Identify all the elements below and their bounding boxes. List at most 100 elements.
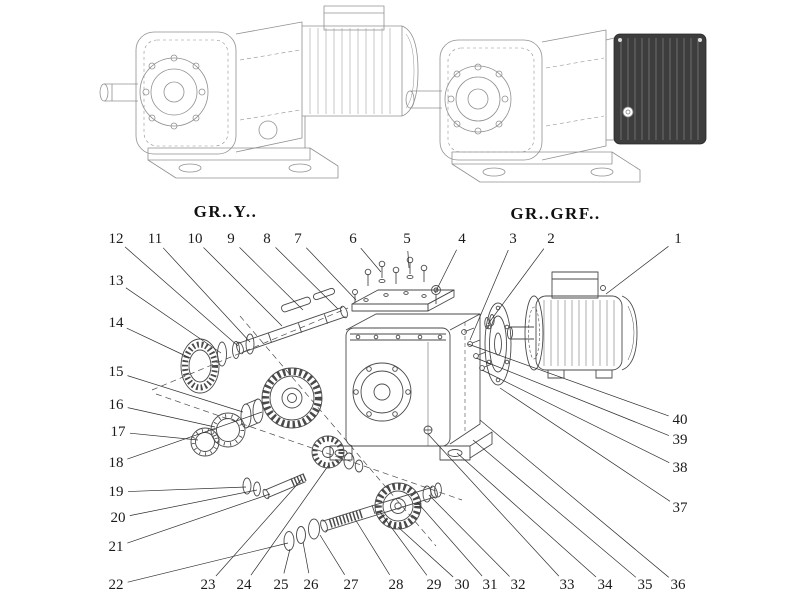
callout-label-3: 3 — [509, 231, 517, 247]
callout-leader-27 — [319, 534, 345, 575]
callout-leader-33 — [427, 433, 560, 577]
callout-leader-11 — [162, 247, 251, 343]
callout-label-2: 2 — [547, 231, 555, 247]
callout-label-11: 11 — [148, 231, 162, 247]
callout-leader-32 — [428, 494, 510, 577]
callout-label-22: 22 — [109, 577, 124, 593]
cover-plate — [351, 289, 455, 312]
callout-leader-7 — [306, 247, 357, 301]
callout-leader-24 — [250, 465, 329, 576]
callout-leader-34 — [456, 452, 597, 578]
callout-label-30: 30 — [455, 577, 470, 593]
callout-label-17: 17 — [111, 424, 127, 440]
callout-leader-4 — [434, 249, 457, 294]
output-shaft — [236, 305, 348, 355]
callout-label-8: 8 — [263, 231, 271, 247]
callout-label-19: 19 — [109, 484, 124, 500]
callout-leader-8 — [275, 247, 339, 310]
model-label-gr-y: GR..Y.. — [193, 202, 258, 221]
callout-label-26: 26 — [304, 577, 320, 593]
callout-leader-28 — [354, 518, 390, 575]
callout-label-7: 7 — [294, 231, 302, 247]
dark-cover-block — [613, 33, 707, 145]
callout-label-5: 5 — [403, 231, 411, 247]
gearmotor-drawing-right — [405, 29, 707, 183]
callout-leader-14 — [126, 327, 191, 359]
callout-leader-29 — [379, 511, 428, 576]
callout-leader-40 — [467, 343, 669, 417]
callout-label-27: 27 — [344, 577, 360, 593]
callout-label-24: 24 — [237, 577, 253, 593]
electric-motor — [506, 271, 638, 379]
callout-leader-35 — [472, 439, 637, 578]
callout-leader-21 — [127, 493, 271, 544]
callout-leader-20 — [129, 489, 258, 516]
callout-leader-18 — [127, 411, 263, 460]
callout-leader-5 — [407, 250, 410, 269]
callout-leader-37 — [499, 387, 671, 502]
callout-leader-38 — [481, 369, 670, 463]
callout-leader-17 — [129, 432, 199, 441]
callout-leader-19 — [127, 486, 247, 492]
callout-label-25: 25 — [274, 577, 289, 593]
callout-leader-25 — [283, 548, 291, 574]
eye-bolt — [431, 285, 441, 304]
large-gear — [261, 367, 323, 429]
shaft-keys — [281, 287, 336, 313]
callout-label-21: 21 — [109, 539, 124, 555]
callout-leader-2 — [487, 248, 545, 325]
callout-label-4: 4 — [458, 231, 466, 247]
callout-leader-6 — [360, 247, 382, 273]
callout-label-12: 12 — [109, 231, 124, 247]
callout-label-29: 29 — [427, 577, 442, 593]
callout-leader-16 — [127, 407, 216, 428]
callout-leader-13 — [125, 287, 222, 354]
callout-leader-15 — [127, 375, 244, 413]
callout-leader-36 — [479, 419, 670, 578]
callout-label-15: 15 — [109, 364, 124, 380]
cover-bolts — [364, 256, 428, 286]
callout-label-31: 31 — [483, 577, 498, 593]
callout-label-38: 38 — [673, 460, 688, 476]
model-label-gr-grf: GR..GRF.. — [510, 204, 601, 223]
intermediate-gear — [311, 435, 364, 473]
callout-label-37: 37 — [673, 500, 689, 516]
callout-leader-3 — [469, 249, 509, 341]
gearmotor-drawing-left — [99, 5, 419, 179]
callout-label-28: 28 — [389, 577, 404, 593]
callout-leader-12 — [124, 246, 239, 347]
callout-leader-26 — [302, 541, 310, 574]
callout-label-6: 6 — [349, 231, 357, 247]
ball-bearing-inner — [190, 427, 220, 457]
callout-leader-23 — [215, 478, 303, 577]
callout-label-20: 20 — [111, 510, 126, 526]
callout-leader-9 — [239, 247, 304, 311]
callout-label-9: 9 — [227, 231, 235, 247]
callout-label-13: 13 — [109, 273, 124, 289]
flange-bolts — [461, 314, 495, 371]
gearbox-housing — [329, 313, 493, 461]
callout-leader-30 — [397, 526, 454, 578]
callout-label-36: 36 — [671, 577, 687, 593]
callout-label-35: 35 — [638, 577, 653, 593]
callout-label-16: 16 — [109, 397, 125, 413]
callout-label-33: 33 — [560, 577, 575, 593]
callout-label-18: 18 — [109, 455, 124, 471]
callout-label-32: 32 — [511, 577, 526, 593]
callout-leader-1 — [605, 246, 669, 295]
callout-label-40: 40 — [673, 412, 688, 428]
callout-label-39: 39 — [673, 432, 688, 448]
callout-label-14: 14 — [109, 315, 125, 331]
callout-label-23: 23 — [201, 577, 216, 593]
callout-leader-22 — [127, 542, 289, 583]
pinion-shaft — [242, 472, 308, 500]
callout-label-1: 1 — [674, 231, 682, 247]
assembly-axis-lines — [151, 307, 463, 547]
callout-leader-31 — [416, 501, 483, 577]
callout-leader-10 — [203, 247, 283, 327]
callout-label-34: 34 — [598, 577, 614, 593]
callout-leader-39 — [475, 357, 669, 436]
